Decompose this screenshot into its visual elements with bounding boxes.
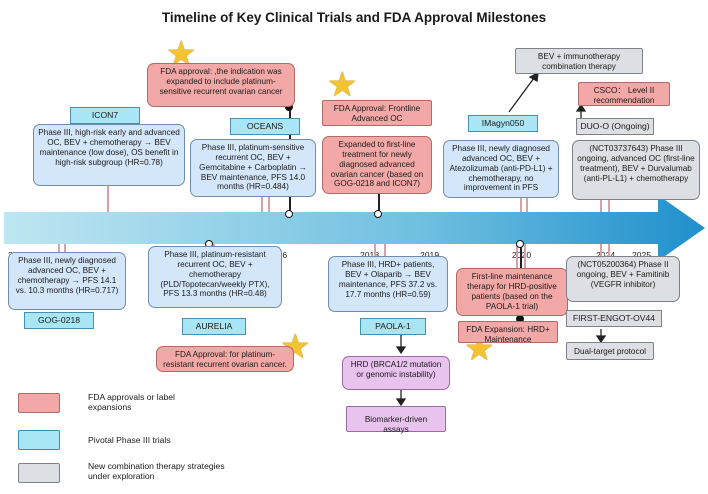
trial-label-imagyn050: IMagyn050 (468, 115, 538, 132)
star-icon: ★ (327, 66, 358, 104)
trial-box-firstengot: (NCT05200364) Phase II ongoing, BEV + Fa… (566, 256, 680, 302)
connector-line (520, 196, 522, 212)
fda-approval-2018-title: FDA Approval: Frontline Advanced OC (322, 100, 432, 126)
connector-line (600, 244, 602, 258)
milestone-dot (516, 315, 524, 323)
year-label: 2025 (632, 250, 652, 260)
legend-swatch (18, 463, 60, 483)
page-title: Timeline of Key Clinical Trials and FDA … (161, 10, 547, 25)
connector-line (608, 200, 610, 212)
fda-stem (378, 194, 380, 212)
milestone-dot (516, 240, 524, 248)
trial-label-paola1: PAOLA-1 (360, 318, 426, 335)
trial-box-icon7: Phase III, high-risk early and advanced … (33, 124, 185, 186)
trial-label-icon7: ICON7 (70, 107, 140, 124)
trial-box-aurelia: Phase III, platinum-resistant recurrent … (148, 246, 282, 308)
csco-recommendation: CSCO： Level II recommendation (578, 82, 670, 106)
legend-text: FDA approvals or label expansions (88, 392, 175, 413)
trial-box-imagyn050: Phase III, newly diagnosed advanced OC, … (443, 140, 559, 198)
connector-line (107, 172, 109, 212)
trial-box-duoo: (NCT03737643) Phase III ongoing, advance… (572, 140, 700, 200)
trial-box-gog0218: Phase III, newly diagnosed advanced OC, … (8, 252, 126, 310)
connector-line (600, 200, 602, 212)
trial-label-oceans: OCEANS (230, 118, 300, 135)
milestone-dot (374, 210, 382, 218)
dual-target-box: Dual-target protocol (566, 342, 654, 360)
year-label: 2018 (360, 250, 380, 260)
hrd-box: HRD (BRCA1/2 mutation or genomic instabi… (342, 356, 450, 390)
bev-immunotherapy-box: BEV + immunotherapy combination therapy (515, 48, 643, 74)
biomarker-box: Biomarker-driven assays (346, 406, 446, 434)
connector-line (516, 244, 518, 268)
connector-line (608, 244, 610, 258)
fda-approval-2018-desc: Expanded to first-line treatment for new… (322, 136, 432, 194)
year-label: 2020 (512, 250, 532, 260)
trial-box-oceans: Phase III, platinum-sensitive recurrent … (190, 139, 316, 197)
paola-maintenance-box: First-line maintenance therapy for HRD-p… (456, 268, 568, 316)
connector-line (524, 244, 526, 268)
legend-text: New combination therapy strategies under… (88, 461, 225, 482)
connector-line (268, 196, 270, 212)
trial-label-gog0218: GOG-0218 (24, 312, 94, 329)
fda-approval-aurelia: FDA Approval: for platinum-resistant rec… (156, 346, 294, 372)
connector-line (261, 196, 263, 212)
fda-expansion-hrd: FDA Expansion: HRD+ Maintenance (458, 321, 558, 344)
legend-text: Pivotal Phase III trials (88, 435, 171, 445)
connector-line (384, 244, 386, 258)
year-label: 2019 (420, 250, 440, 260)
legend-swatch (18, 393, 60, 413)
trial-box-paola1: Phase III, HRD+ patients, BEV + Olaparib… (328, 256, 448, 312)
year-label: 2024 (596, 250, 616, 260)
trial-label-aurelia: AURELIA (182, 318, 246, 335)
fda-approval-2014: FDA approval: ,the indication was expand… (147, 63, 295, 107)
legend-swatch (18, 430, 60, 450)
connector-line (374, 244, 376, 258)
trial-label-firstengot: FIRST-ENGOT-OV44 (566, 310, 662, 327)
connector-line (526, 196, 528, 212)
trial-label-duoo: DUO-O (Ongoing) (576, 118, 654, 135)
milestone-dot (285, 103, 293, 111)
milestone-dot (285, 210, 293, 218)
